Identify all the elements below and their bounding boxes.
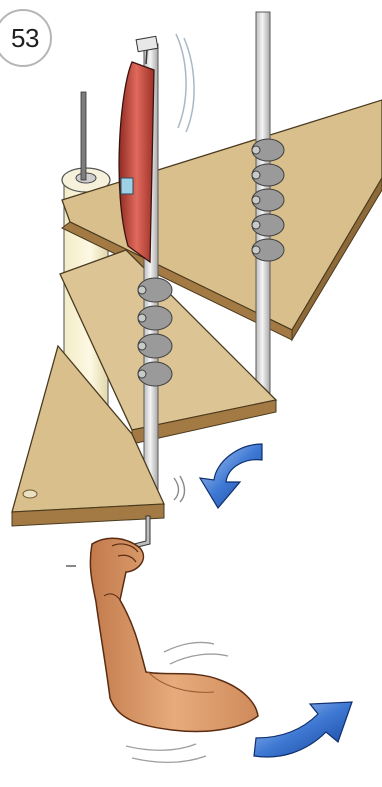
pole-clamps-right <box>252 139 284 261</box>
curved-arrow-icon <box>254 702 352 757</box>
curved-arrow-icon <box>200 444 262 508</box>
arm-illustration <box>90 538 258 731</box>
step-number: 53 <box>7 23 39 54</box>
baluster-pole-right <box>256 12 270 412</box>
motion-lines-top <box>176 34 194 132</box>
motion-lines-bottom <box>174 476 185 502</box>
